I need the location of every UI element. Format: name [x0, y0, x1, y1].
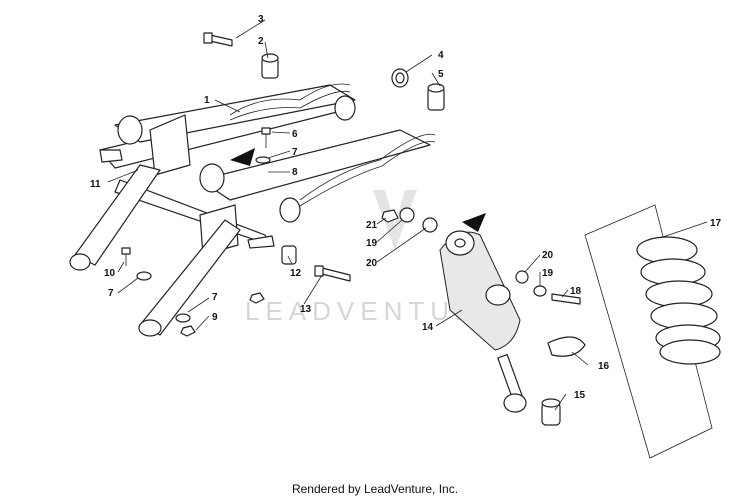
callout-21: 21 — [366, 220, 378, 231]
swing-arm — [69, 83, 436, 337]
callout-7-lower: 7 — [212, 292, 218, 303]
callout-18: 18 — [570, 286, 582, 297]
callout-19-right: 19 — [542, 268, 554, 279]
callout-20: 20 — [366, 258, 378, 269]
callout-16: 16 — [598, 361, 610, 372]
callout-1: 1 — [204, 95, 210, 106]
callout-13: 13 — [300, 304, 312, 315]
callout-19: 19 — [366, 238, 378, 249]
callout-2: 2 — [258, 36, 264, 47]
callout-11: 11 — [90, 179, 101, 190]
shock-absorber — [230, 148, 586, 426]
pointer-arrow-icon — [230, 148, 255, 166]
callout-8: 8 — [292, 167, 298, 178]
callout-9: 9 — [212, 312, 218, 323]
callout-10: 10 — [104, 268, 116, 279]
callout-14: 14 — [422, 322, 434, 333]
callout-7: 7 — [292, 147, 298, 158]
callout-6: 6 — [292, 129, 298, 140]
hardware-left — [121, 32, 445, 337]
callouts: 3 2 1 4 5 6 7 8 11 10 7 7 9 12 13 21 19 … — [90, 14, 722, 401]
callout-5: 5 — [438, 69, 444, 80]
callout-17: 17 — [710, 218, 722, 229]
callout-12: 12 — [290, 268, 302, 279]
callout-15: 15 — [574, 390, 586, 401]
callout-3: 3 — [258, 14, 264, 25]
leader-lines — [107, 19, 708, 411]
coil-spring — [584, 204, 721, 459]
callout-4: 4 — [438, 50, 444, 61]
callout-7-left: 7 — [108, 288, 114, 299]
callout-20-right: 20 — [542, 250, 554, 261]
footer-credit: Rendered by LeadVenture, Inc. — [291, 482, 459, 496]
pointer-arrow-icon — [462, 213, 486, 232]
